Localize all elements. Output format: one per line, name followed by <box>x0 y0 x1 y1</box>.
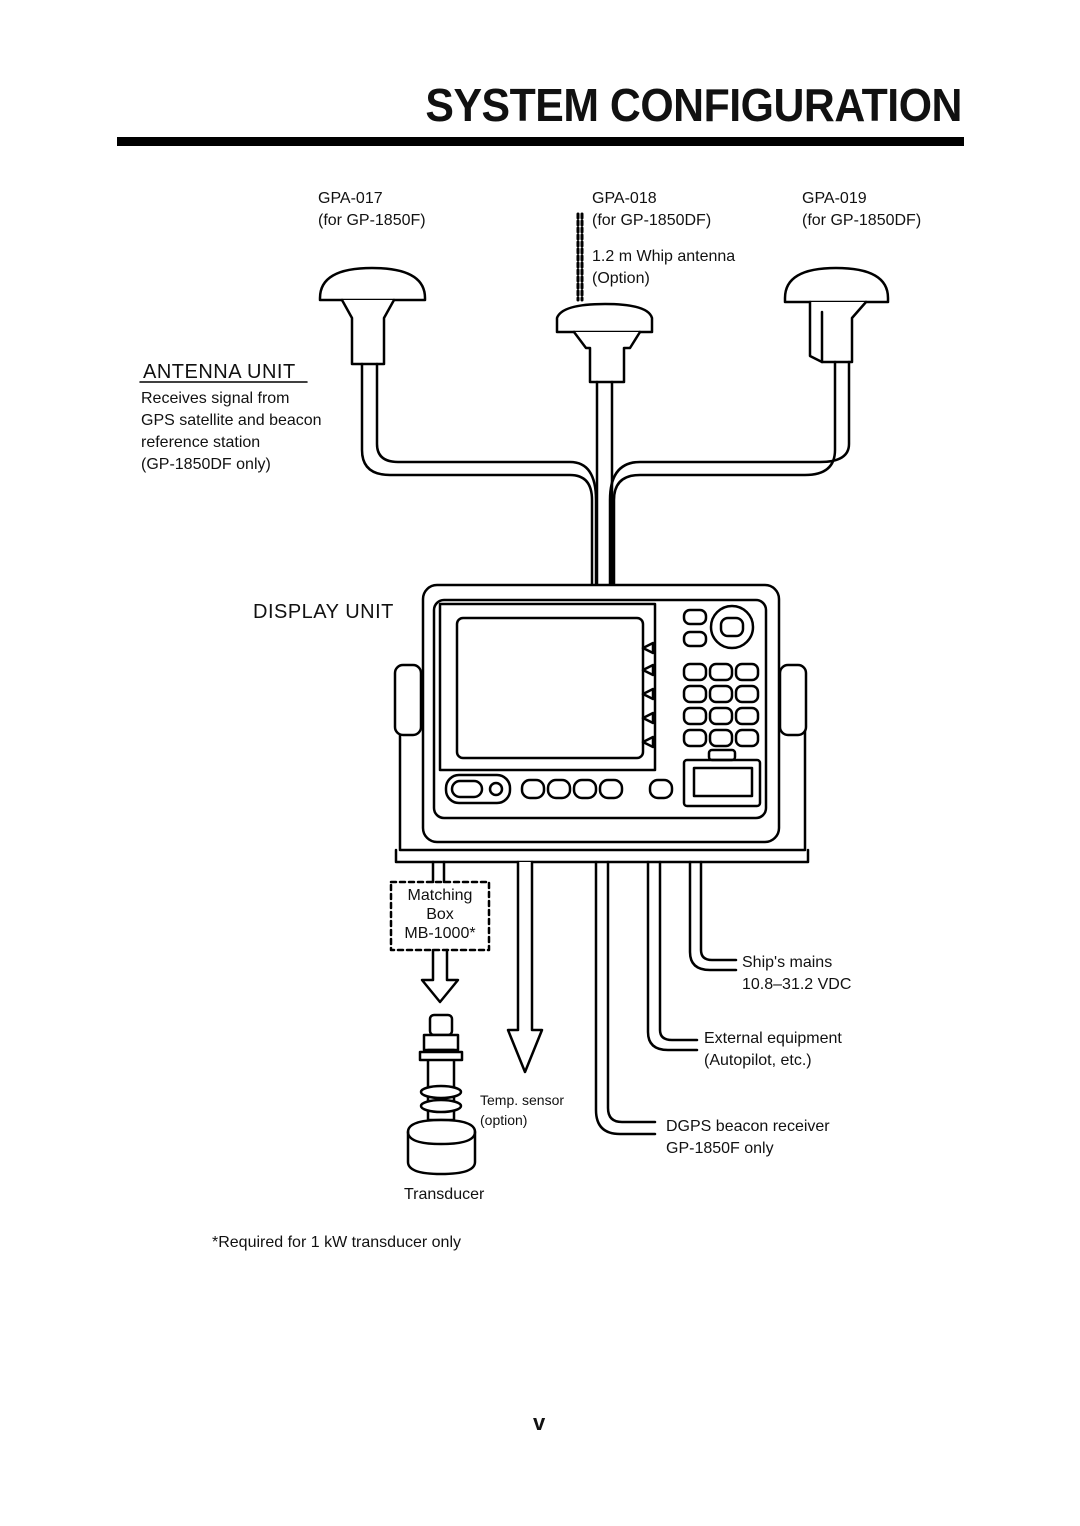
ships-mains-label: Ship's mains 10.8–31.2 VDC <box>742 952 851 996</box>
whip-antenna-label: 1.2 m Whip antenna (Option) <box>592 246 735 290</box>
external-line: (Autopilot, etc.) <box>704 1052 812 1069</box>
gpa019-label: GPA-019 (for GP-1850DF) <box>802 188 921 232</box>
transducer-icon <box>406 1013 477 1176</box>
display-unit-icon <box>393 583 810 864</box>
temp-sensor-line: Temp. sensor <box>480 1092 565 1108</box>
gpa019-model: GPA-019 <box>802 190 867 207</box>
gpa019-for: (for GP-1850DF) <box>802 212 922 229</box>
ships-mains-line: Ship's mains <box>742 954 833 971</box>
matching-box-line: Box <box>426 906 454 923</box>
temp-sensor-label: Temp. sensor (option) <box>480 1090 564 1130</box>
dgps-line: GP-1850F only <box>666 1140 774 1157</box>
whip-antenna-icon <box>576 212 584 302</box>
gpa018-label: GPA-018 (for GP-1850DF) <box>592 188 711 232</box>
gpa018-model: GPA-018 <box>592 190 657 207</box>
whip-line2: (Option) <box>592 270 650 287</box>
footnote: *Required for 1 kW transducer only <box>212 1234 461 1251</box>
whip-line1: 1.2 m Whip antenna <box>592 248 736 265</box>
antenna-unit-heading: ANTENNA UNIT <box>143 361 296 383</box>
transducer-label: Transducer <box>404 1186 485 1203</box>
gpa017-label: GPA-017 (for GP-1850F) <box>318 188 426 232</box>
title-rule <box>117 137 964 146</box>
gpa018-for: (for GP-1850DF) <box>592 212 712 229</box>
lower-cables <box>420 860 738 1136</box>
antenna-unit-desc-line: GPS satellite and beacon <box>141 412 322 429</box>
matching-box-line: MB-1000* <box>404 925 476 942</box>
dgps-line: DGPS beacon receiver <box>666 1118 830 1135</box>
external-equipment-label: External equipment (Autopilot, etc.) <box>704 1028 842 1072</box>
dgps-label: DGPS beacon receiver GP-1850F only <box>666 1116 830 1160</box>
gpa019-antenna-icon <box>783 266 890 364</box>
gpa017-antenna-icon <box>318 266 427 366</box>
gpa017-model: GPA-017 <box>318 190 383 207</box>
temp-sensor-line: (option) <box>480 1112 528 1128</box>
gpa017-for: (for GP-1850F) <box>318 212 426 229</box>
gpa018-antenna-icon <box>555 302 654 384</box>
antenna-unit-description: Receives signal from GPS satellite and b… <box>141 388 322 476</box>
antenna-unit-desc-line: (GP-1850DF only) <box>141 456 271 473</box>
page-title: SYSTEM CONFIGURATION <box>425 79 962 131</box>
antenna-unit-desc-line: reference station <box>141 434 261 451</box>
matching-box-line: Matching <box>407 887 473 904</box>
display-unit-heading: DISPLAY UNIT <box>253 601 394 623</box>
antenna-unit-desc-line: Receives signal from <box>141 390 290 407</box>
ships-mains-line: 10.8–31.2 VDC <box>742 976 852 993</box>
matching-box-label: Matching Box MB-1000* <box>393 886 487 943</box>
antenna-cables <box>360 360 851 587</box>
page-number: v <box>533 1410 546 1435</box>
matching-box-outline <box>389 880 491 952</box>
external-line: External equipment <box>704 1030 842 1047</box>
